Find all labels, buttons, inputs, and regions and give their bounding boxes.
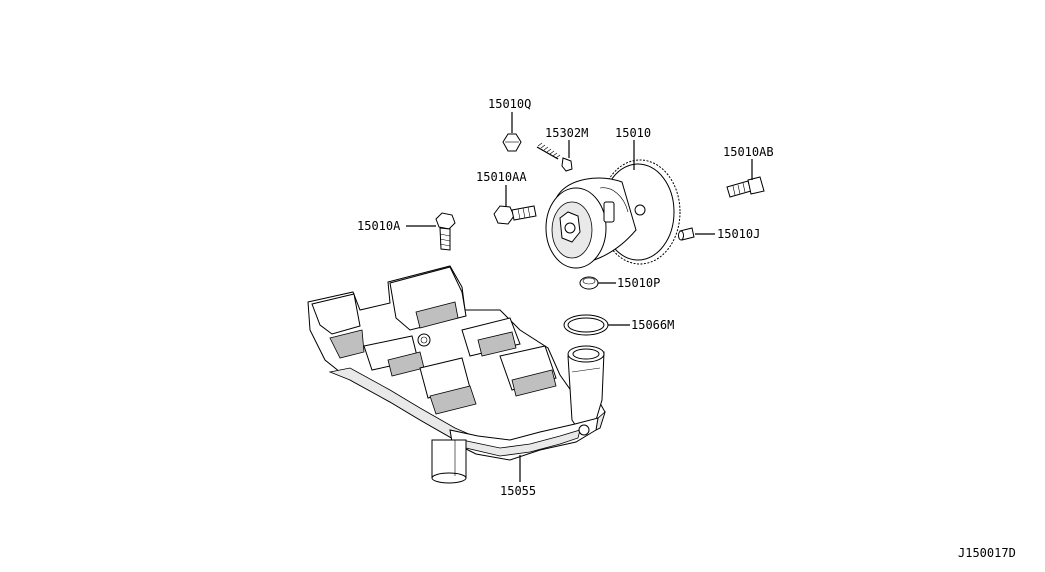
label-15010: 15010: [615, 126, 651, 140]
part-strainer-15055: [307, 265, 606, 484]
part-spring-15302m: [536, 142, 573, 172]
label-15302m: 15302M: [545, 126, 588, 140]
part-bolt-15010a: [435, 212, 456, 251]
part-bolt-15010ab: [726, 176, 765, 198]
label-15010j: 15010J: [717, 227, 760, 241]
label-15010a: 15010A: [357, 219, 401, 233]
label-15010q: 15010Q: [488, 97, 531, 111]
label-15055: 15055: [500, 484, 536, 498]
part-cap-15010q: [502, 133, 522, 152]
part-pin-15010j: [678, 227, 695, 241]
label-15010p: 15010P: [617, 276, 660, 290]
diagram-id: J150017D: [958, 546, 1016, 560]
part-plug-15010p: [579, 276, 599, 290]
label-15010ab: 15010AB: [723, 145, 774, 159]
part-bolt-15010aa: [493, 205, 537, 225]
part-oil-pump-15010: [545, 159, 681, 269]
part-oring-15066m: [563, 314, 609, 336]
label-15066m: 15066M: [631, 318, 674, 332]
label-15010aa: 15010AA: [476, 170, 527, 184]
